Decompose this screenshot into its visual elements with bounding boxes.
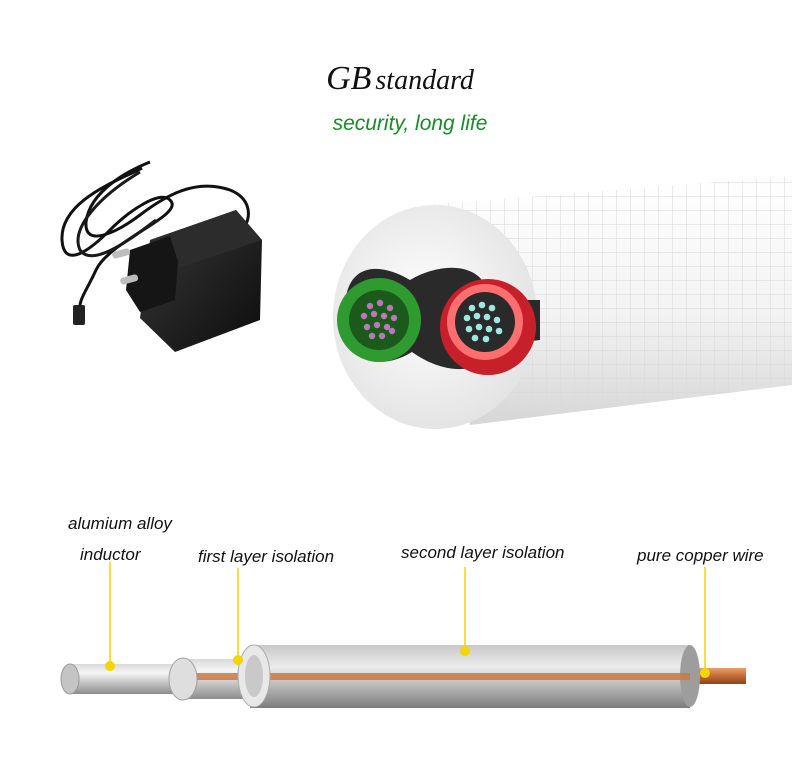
leader-dots <box>105 646 710 678</box>
twin-core-cable <box>333 176 792 429</box>
layered-wire <box>60 644 746 708</box>
title: GB standard <box>0 60 800 98</box>
label-second-layer: second layer isolation <box>401 543 565 562</box>
label-alloy-line2: inductor <box>80 545 141 564</box>
title-standard: standard <box>375 65 474 96</box>
leader-lines <box>109 562 706 672</box>
title-gb: GB <box>326 60 372 97</box>
label-copper: pure copper wire <box>637 546 764 565</box>
power-adapter <box>60 160 262 352</box>
subtitle: security, long life <box>332 112 488 135</box>
label-alloy-line1: alumium alloy <box>68 514 172 533</box>
label-first-layer: first layer isolation <box>198 547 335 566</box>
